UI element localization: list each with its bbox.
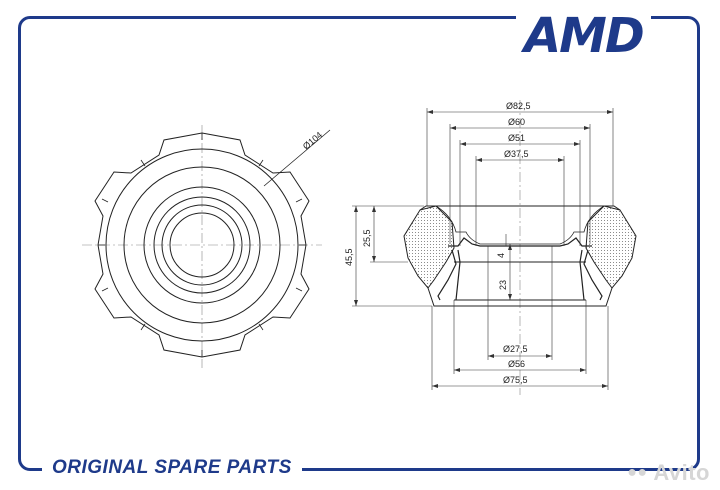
lower-flange	[454, 261, 586, 301]
dim-height-total: 45,5	[344, 248, 354, 266]
front-diameter-label: Ø104	[301, 130, 324, 152]
diameter-leader	[263, 129, 331, 187]
metal-insert	[437, 237, 603, 301]
crown-inner	[435, 205, 605, 245]
arrowheads	[354, 110, 613, 388]
dim-d60: Ø60	[508, 117, 525, 127]
rubber-body-left	[403, 205, 455, 289]
footer-slogan: ORIGINAL SPARE PARTS	[42, 455, 302, 481]
ring-2	[123, 166, 281, 324]
dim-d82-5: Ø82,5	[506, 101, 531, 111]
rubber-body-right	[585, 205, 637, 289]
ring-5	[161, 204, 243, 286]
crown	[419, 205, 621, 211]
drawing-frame	[18, 16, 700, 471]
dim-gap: 4	[496, 253, 506, 258]
lower-cup	[427, 287, 613, 307]
amd-logo: AMD	[516, 6, 651, 66]
ring-4	[153, 196, 251, 294]
dim-d51: Ø51	[508, 133, 525, 143]
top-dimension-lines	[426, 108, 614, 246]
dim-height-lower: 23	[498, 280, 508, 290]
dim-d56: Ø56	[508, 359, 525, 369]
ring-inner	[169, 212, 235, 278]
ring-3	[143, 186, 261, 304]
vertical-dimension-lines	[352, 205, 511, 307]
dim-d27-5: Ø27,5	[503, 344, 528, 354]
dim-d37-5: Ø37,5	[504, 149, 529, 159]
front-view	[82, 125, 331, 368]
section-view	[352, 100, 637, 395]
dim-d75-5: Ø75,5	[503, 375, 528, 385]
ring-outer	[105, 148, 299, 342]
watermark-text: Avito	[653, 460, 710, 485]
dim-height-upper: 25,5	[362, 229, 372, 247]
avito-dots-icon: ●●	[627, 464, 648, 481]
avito-watermark: ●● Avito	[627, 460, 710, 486]
rim-notches	[98, 133, 306, 357]
bottom-dimension-lines	[431, 246, 609, 390]
